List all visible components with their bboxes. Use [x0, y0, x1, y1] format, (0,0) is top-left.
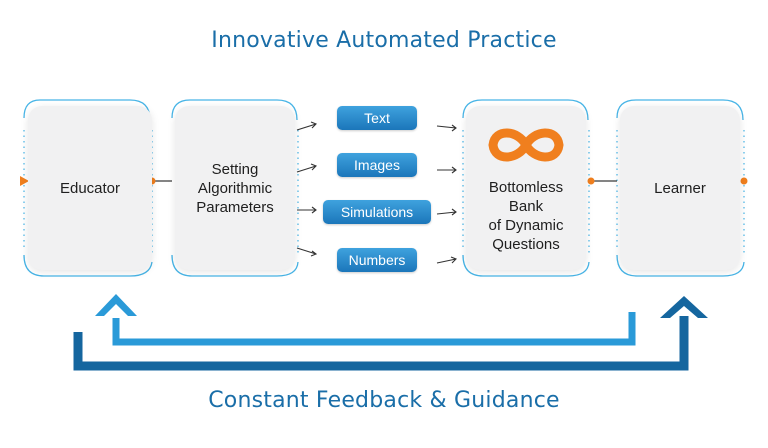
feedback-arrow-light: [112, 312, 636, 346]
content-type-images: Images: [337, 153, 417, 177]
card-dotted-edges: [23, 130, 745, 255]
feedback-loop: [73, 294, 708, 371]
bank-label-line: Bank: [508, 198, 544, 215]
setting-parameters-card: Setting Algorithmic Parameters: [175, 106, 295, 270]
bank-label-line: Bottomless: [488, 179, 564, 196]
connector-dot: [587, 177, 595, 185]
content-type-numbers: Numbers: [337, 248, 417, 272]
pill-arrows: [296, 121, 457, 264]
connector-dot: [740, 177, 748, 185]
feedback-title: Constant Feedback & Guidance: [208, 388, 560, 413]
learner-card: Learner: [620, 106, 740, 270]
bank-label-line: of Dynamic: [488, 217, 564, 234]
content-type-simulations: Simulations: [323, 200, 431, 224]
setting-label-line: Setting: [211, 160, 259, 178]
educator-card: Educator: [28, 106, 152, 270]
feedback-arrow-dark: [73, 316, 689, 371]
content-type-text: Text: [337, 106, 417, 130]
feedback-arrowhead-light-icon: [95, 294, 137, 316]
bank-label-line: Questions: [492, 236, 560, 253]
feedback-arrowhead-dark-icon: [660, 296, 708, 318]
learner-label: Learner: [654, 179, 706, 197]
card-outlines: [23, 99, 745, 277]
setting-label-line: Algorithmic: [197, 179, 273, 197]
infinity-icon: [488, 128, 564, 162]
diagram-title: Innovative Automated Practice: [211, 28, 557, 53]
entry-arrow-icon: [20, 176, 29, 186]
educator-label: Educator: [59, 179, 121, 197]
question-bank-card: Bottomless Bank of Dynamic Questions: [466, 106, 586, 270]
setting-label-line: Parameters: [196, 198, 274, 216]
